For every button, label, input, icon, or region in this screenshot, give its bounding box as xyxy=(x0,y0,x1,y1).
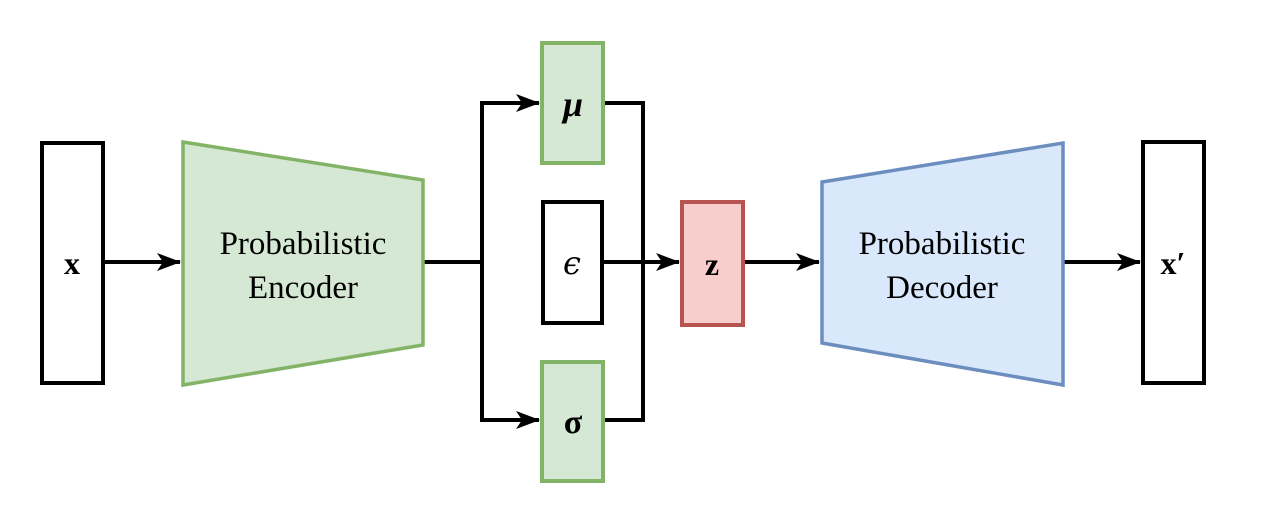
epsilon-label: ϵ xyxy=(563,244,581,282)
input-x-node xyxy=(40,141,105,385)
decoder-label-line2: Decoder xyxy=(886,270,998,306)
output-x-prime-node xyxy=(1141,140,1206,385)
encoder-label-line1: Probabilistic xyxy=(220,226,387,262)
decoder-label-line1: Probabilistic xyxy=(859,226,1026,262)
input-x-label: x xyxy=(64,245,80,281)
encoder-label-line2: Encoder xyxy=(248,270,358,306)
output-x-prime-label: x′ xyxy=(1161,245,1186,281)
mu-label: μ xyxy=(561,84,583,124)
sigma-node xyxy=(540,360,605,483)
z-node xyxy=(680,200,745,327)
mu-node xyxy=(540,41,605,165)
epsilon-node xyxy=(541,200,604,325)
encoder-node xyxy=(181,139,425,388)
decoder-node xyxy=(820,140,1065,388)
branch-line xyxy=(421,101,484,422)
z-label: z xyxy=(705,246,719,282)
sigma-label: σ xyxy=(564,404,583,441)
